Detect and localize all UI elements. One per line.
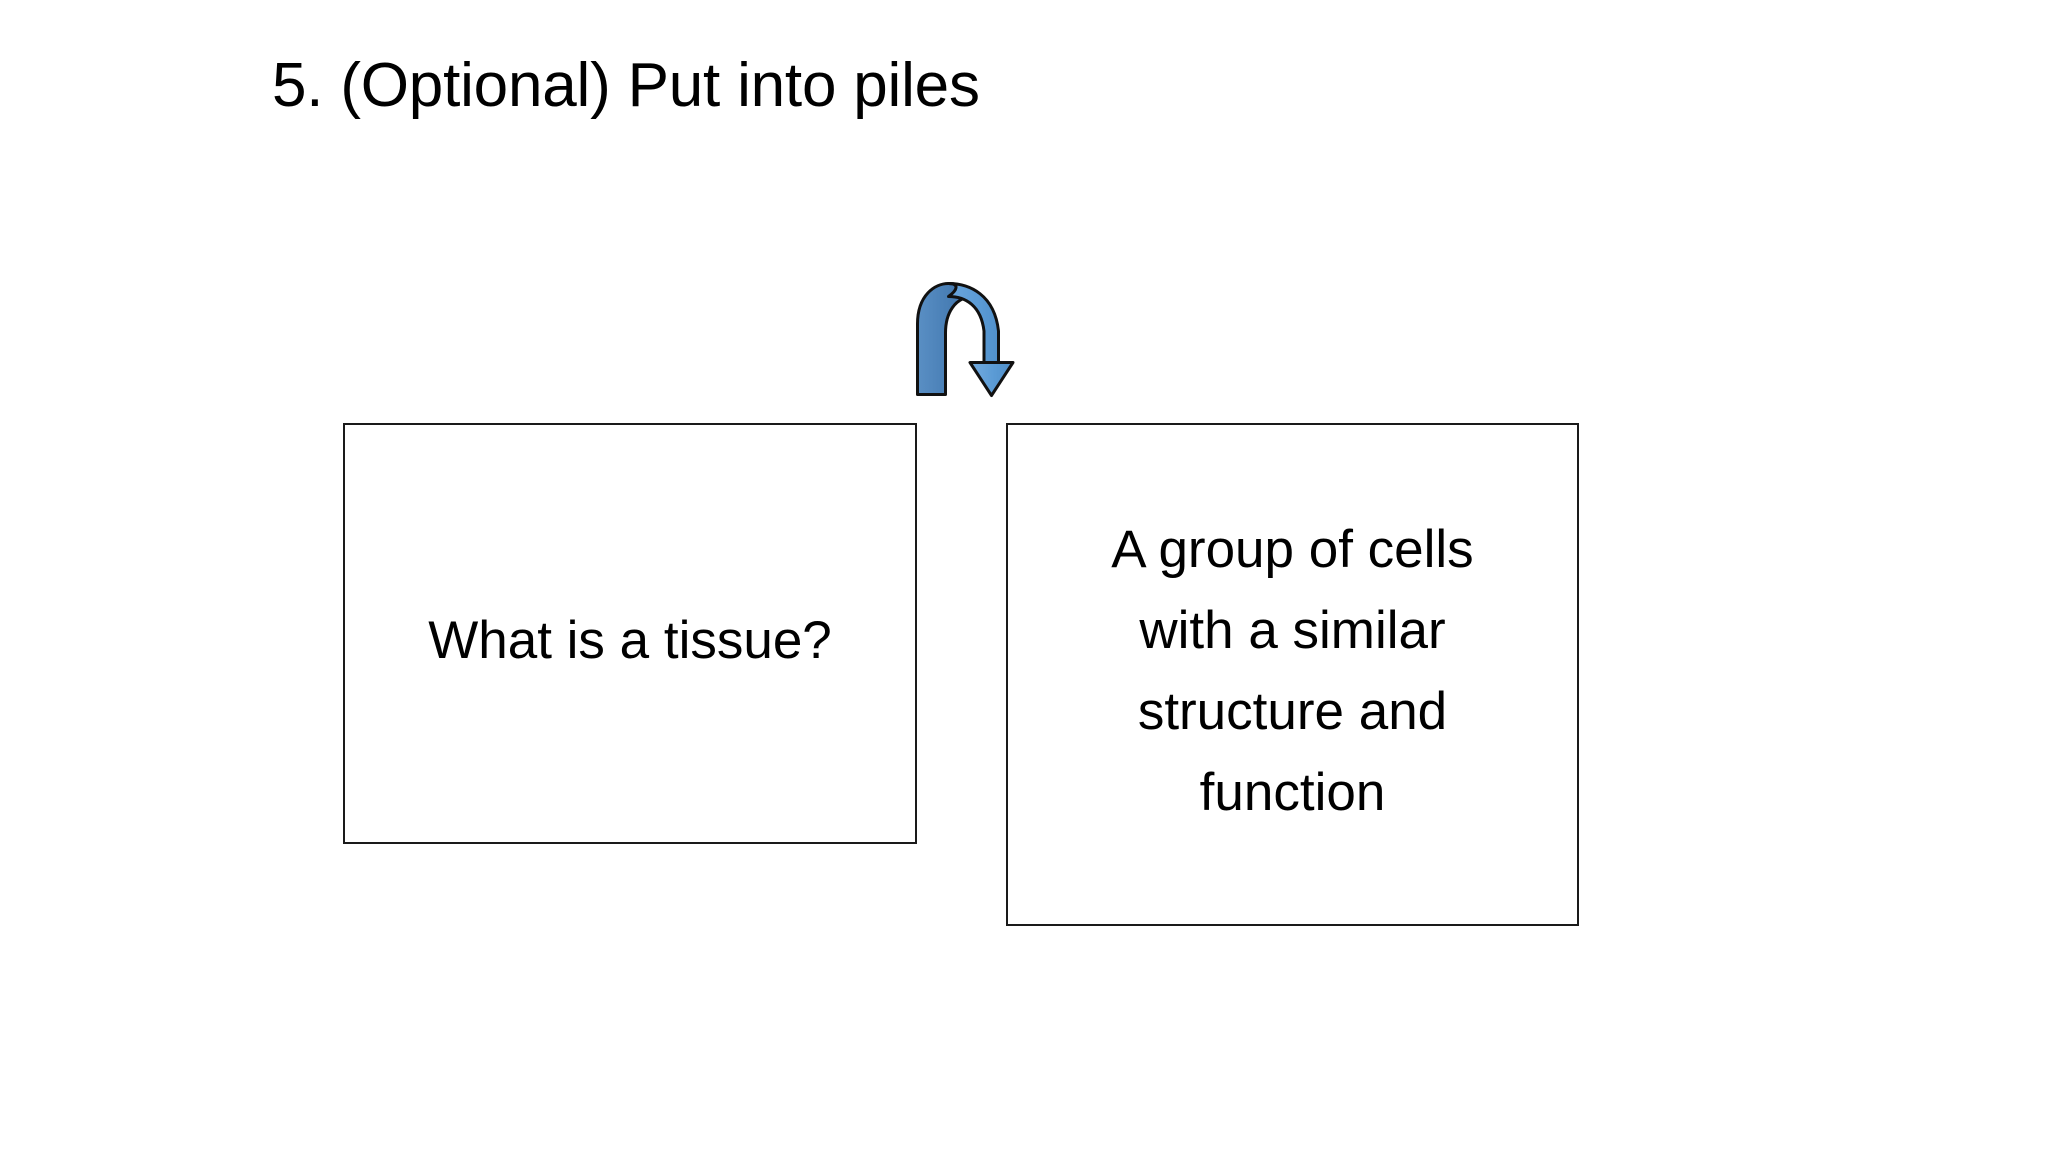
curved-down-flip-arrow-icon — [908, 276, 1048, 404]
arrow-right-band — [947, 282, 1000, 366]
question-card-text: What is a tissue? — [428, 611, 832, 671]
page-title: 5. (Optional) Put into piles — [272, 50, 980, 120]
answer-card[interactable]: A group of cells with a similar structur… — [1006, 423, 1579, 926]
question-card[interactable]: What is a tissue? — [343, 423, 917, 844]
arrow-head — [968, 361, 1015, 397]
answer-card-text: A group of cells with a similar structur… — [1111, 519, 1474, 822]
